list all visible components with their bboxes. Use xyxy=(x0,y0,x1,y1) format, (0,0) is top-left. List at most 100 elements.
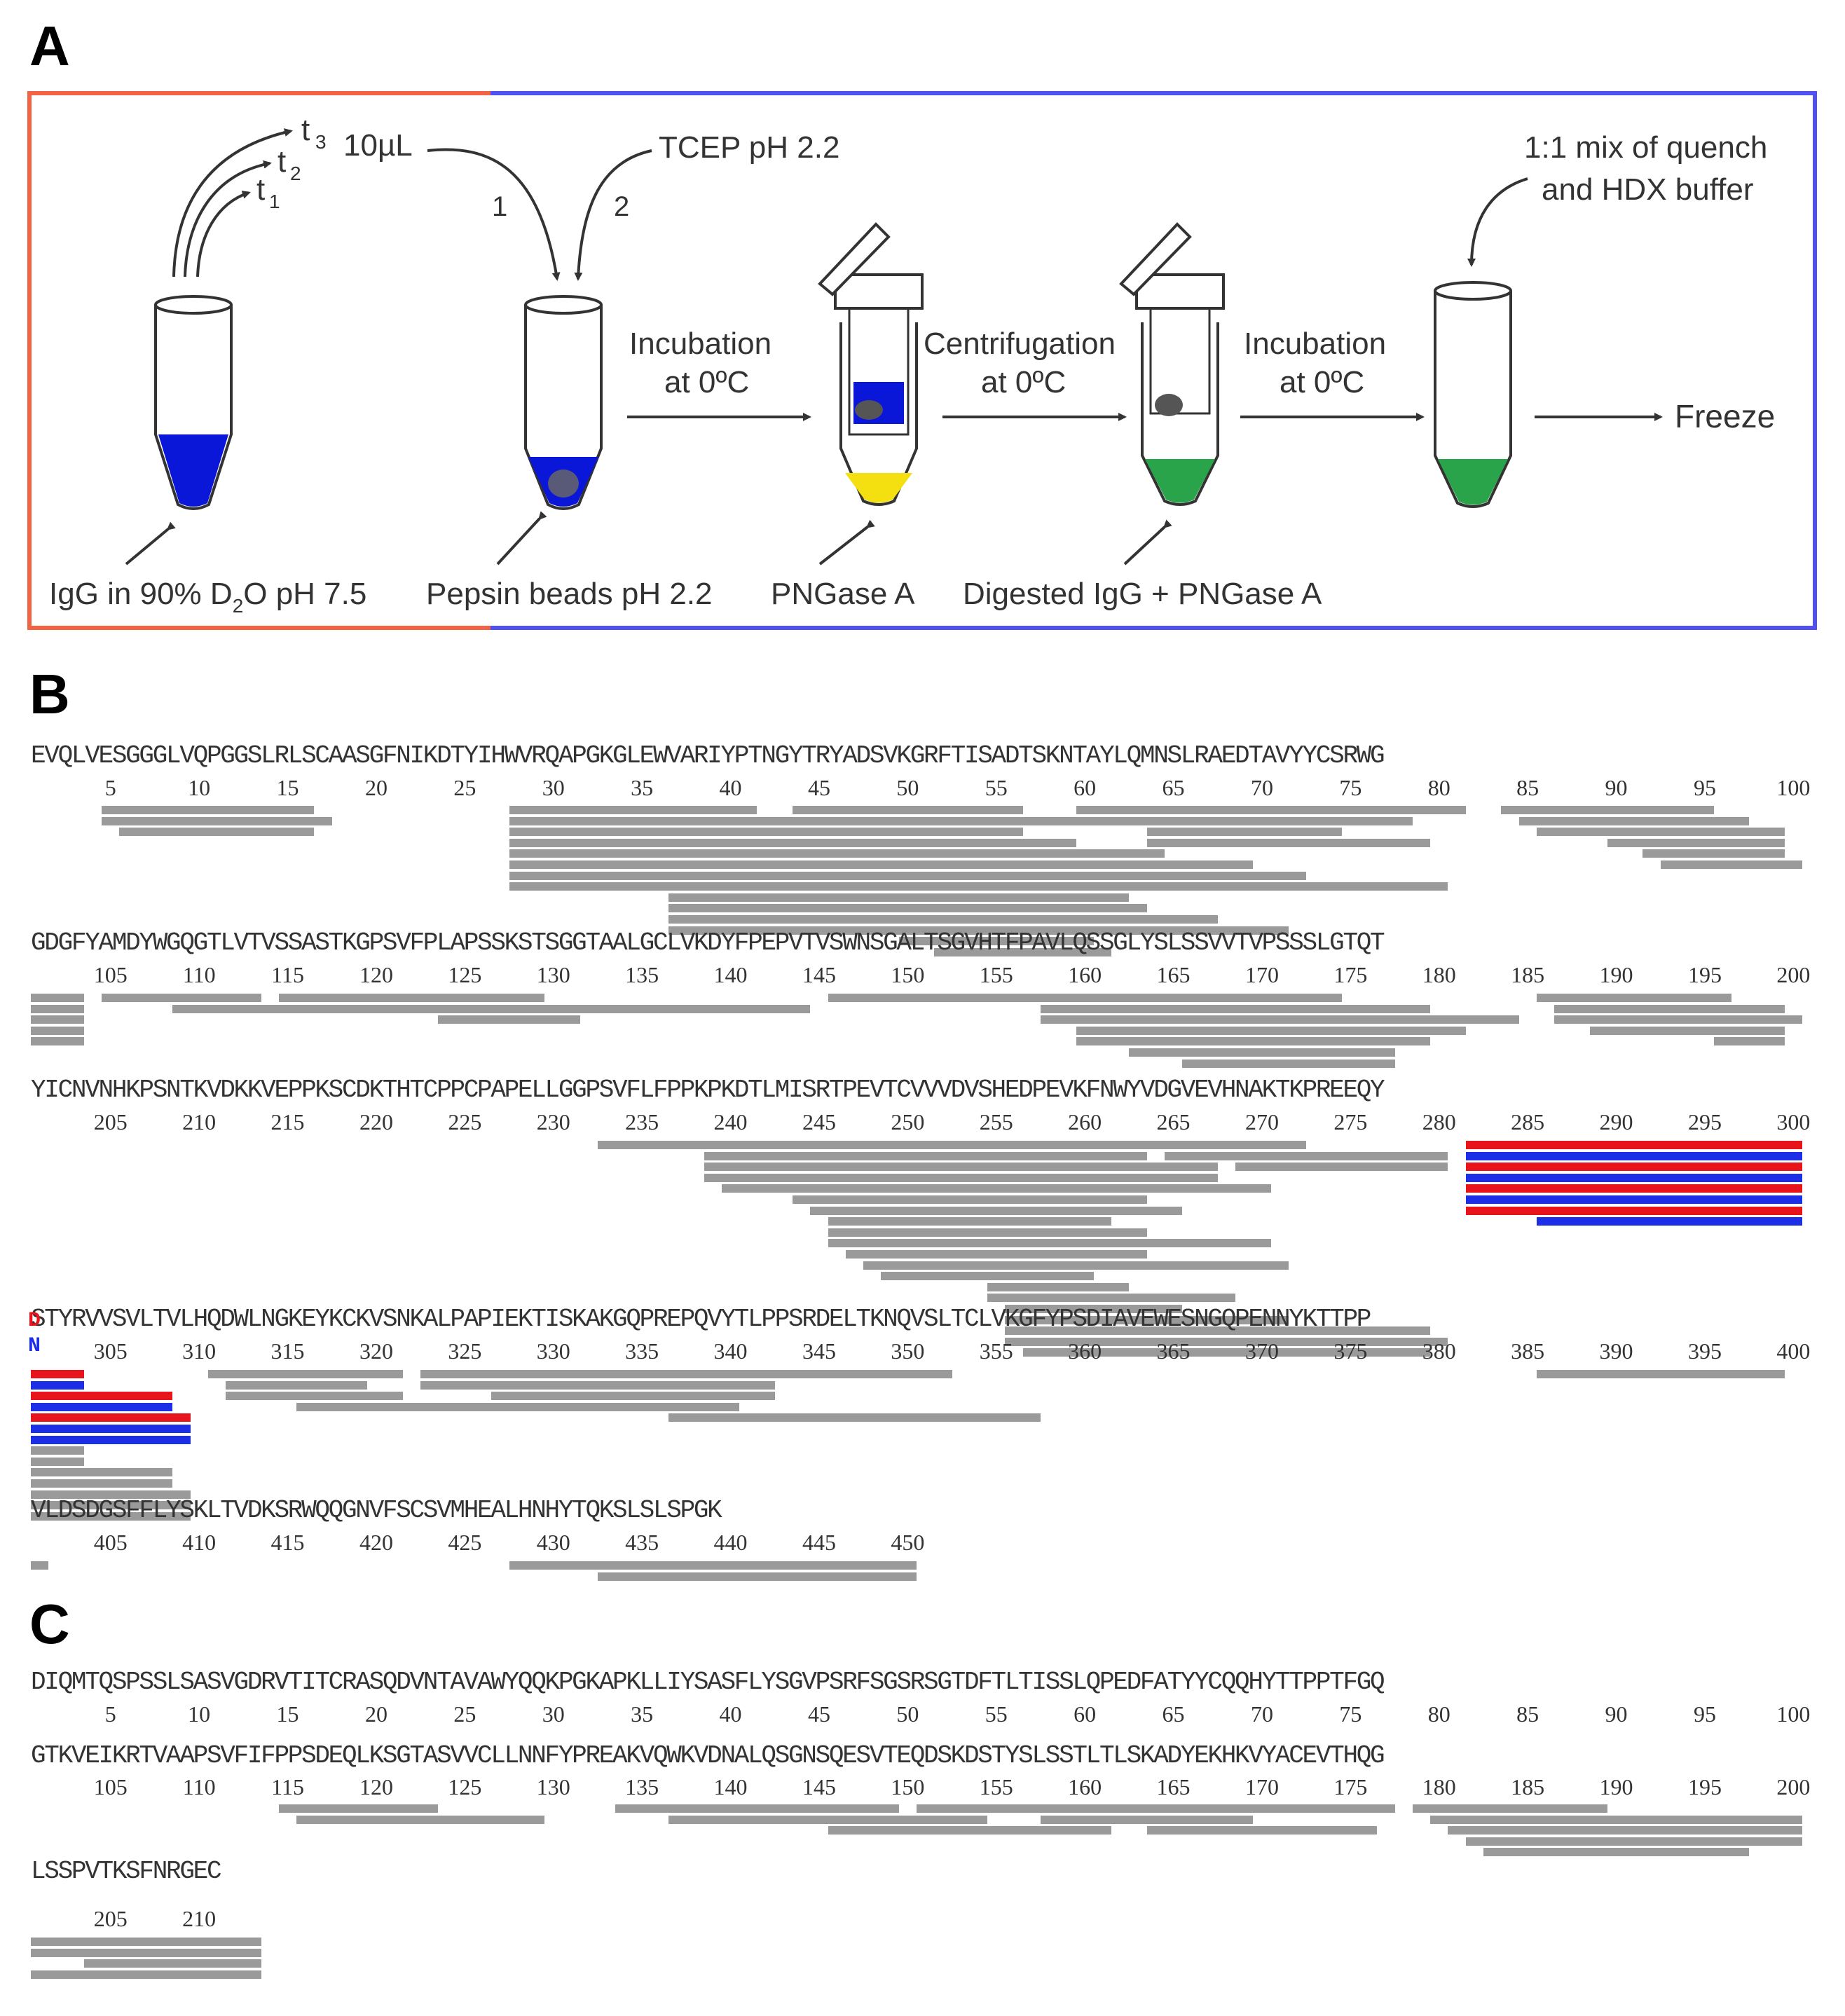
quench-label-line2: and HDX buffer xyxy=(1542,172,1753,207)
time-label-t1: t xyxy=(256,172,265,207)
peptide-bar xyxy=(1235,1163,1448,1172)
peptide-bar xyxy=(1536,1370,1785,1378)
lc-position-label: 10 xyxy=(188,1701,211,1727)
hc-position-label: 165 xyxy=(1156,962,1191,987)
asp-peptide-bar xyxy=(31,1370,84,1378)
peptide-bar xyxy=(1483,1848,1750,1857)
hc-position-label: 20 xyxy=(364,775,387,800)
lc-position-label: 30 xyxy=(542,1701,565,1727)
hc-position-label: 245 xyxy=(802,1109,836,1134)
lc-position-label: 80 xyxy=(1427,1701,1450,1727)
peptide-bar xyxy=(668,926,1289,935)
hc-position-label: 355 xyxy=(979,1338,1013,1364)
hc-position-label: 315 xyxy=(270,1338,305,1364)
reagent-arrow xyxy=(574,149,652,281)
peptide-bar xyxy=(1448,1826,1802,1835)
asp-peptide-bar xyxy=(1465,1206,1802,1215)
lc-position-label: 65 xyxy=(1162,1701,1185,1727)
peptide-bar xyxy=(1040,1015,1519,1024)
hc-sequence-row: EVQLVESGGGLVQPGGSLRLSCAASGFNIKDTYIHWVRQA… xyxy=(31,741,1385,770)
peptide-bar xyxy=(828,1826,1112,1835)
peptide-bar xyxy=(845,1250,1147,1259)
hc-position-label: 250 xyxy=(891,1109,925,1134)
peptide-bar xyxy=(1005,1315,1289,1324)
peptide-bar xyxy=(1146,838,1431,847)
time-label-t2: t xyxy=(277,144,286,179)
lc-position-label: 85 xyxy=(1516,1701,1539,1727)
hc-position-label: 105 xyxy=(93,962,128,987)
lc-position-label: 15 xyxy=(276,1701,299,1727)
peptide-bar xyxy=(845,893,988,902)
peptide-bar xyxy=(1536,994,1731,1002)
hc-position-label: 370 xyxy=(1244,1338,1279,1364)
step2-line2: at 0ºC xyxy=(981,365,1066,399)
hc-position-label: 450 xyxy=(891,1530,925,1555)
peptide-bar xyxy=(1642,849,1785,858)
asp-peptide-bar xyxy=(31,1392,173,1401)
peptide-bar xyxy=(1076,1026,1466,1035)
hc-position-label: 295 xyxy=(1687,1109,1722,1134)
peptide-bar xyxy=(1536,828,1785,837)
hc-position-label: 285 xyxy=(1511,1109,1545,1134)
hc-position-label: 110 xyxy=(182,962,216,987)
peptide-bar xyxy=(1430,1815,1802,1824)
hc-position-label: 430 xyxy=(536,1530,570,1555)
asp-marker: D xyxy=(28,1309,41,1333)
peptide-bar xyxy=(668,1370,952,1378)
peptide-bar xyxy=(102,806,315,814)
hc-position-label: 390 xyxy=(1599,1338,1633,1364)
peptide-bar xyxy=(509,838,1076,847)
asn-peptide-bar xyxy=(1465,1195,1802,1204)
hc-position-label: 185 xyxy=(1511,962,1545,987)
peptide-bar xyxy=(226,1380,368,1390)
tube-pepsin xyxy=(524,295,603,510)
peptide-bar xyxy=(668,893,846,902)
peptide-bar xyxy=(704,1163,1218,1172)
hc-position-label: 300 xyxy=(1776,1109,1811,1134)
step1-line2: at 0ºC xyxy=(664,365,749,399)
lc-position-label: 20 xyxy=(364,1701,387,1727)
peptide-bar xyxy=(31,1015,84,1024)
peptide-bar xyxy=(1164,1151,1448,1160)
peptide-bar xyxy=(491,1392,775,1401)
order-label-2: 2 xyxy=(614,191,629,222)
hc-position-label: 80 xyxy=(1427,775,1450,800)
hc-sequence-row: STYRVVSVLTVLHQDWLNGKEYKCKVSNKALPAPIEKTIS… xyxy=(31,1305,1371,1333)
pointer-digested xyxy=(1123,519,1172,565)
peptide-bar xyxy=(119,828,315,837)
peptide-bar xyxy=(278,1004,811,1013)
lc-position-label: 210 xyxy=(182,1906,217,1931)
panel-label-a: A xyxy=(29,15,70,77)
hc-position-label: 120 xyxy=(359,962,393,987)
lc-position-label: 110 xyxy=(182,1774,216,1799)
hc-position-label: 400 xyxy=(1776,1338,1811,1364)
lc-sequence-row: DIQMTQSPSSLSASVGDRVTITCRASQDVNTAVAWYQQKP… xyxy=(31,1668,1385,1696)
peptide-bar xyxy=(509,806,757,814)
asn-peptide-bar xyxy=(1536,1217,1802,1226)
hc-sequence-row: YICNVNHKPSNTKVDKKVEPPKSCDKTHTCPPCPAPELLG… xyxy=(31,1076,1385,1104)
hc-position-label: 50 xyxy=(896,775,919,800)
hc-position-label: 65 xyxy=(1162,775,1185,800)
peptide-bar xyxy=(1005,1337,1448,1346)
peptide-bar xyxy=(828,1228,1147,1237)
hc-position-label: 115 xyxy=(271,962,304,987)
lc-position-label: 140 xyxy=(713,1774,748,1799)
hc-position-label: 320 xyxy=(359,1338,393,1364)
peptide-bar xyxy=(704,1151,1147,1160)
peptide-bar xyxy=(1554,1004,1785,1013)
peptide-bar xyxy=(881,816,1006,825)
peptide-bar xyxy=(1076,1261,1289,1270)
peptide-bar xyxy=(1217,816,1413,825)
pointer-igg xyxy=(125,521,176,565)
peptide-bar xyxy=(1005,1326,1431,1336)
lc-position-label: 175 xyxy=(1333,1774,1368,1799)
time-label-t3: t xyxy=(301,113,310,147)
peptide-bar xyxy=(31,1511,191,1521)
lc-position-label: 170 xyxy=(1244,1774,1279,1799)
reagent-label: TCEP pH 2.2 xyxy=(659,130,839,165)
peptide-bar xyxy=(987,893,1130,902)
peptide-bar xyxy=(987,1282,1130,1291)
peptide-bar xyxy=(420,1370,669,1378)
peptide-bar xyxy=(102,816,332,825)
panel-label-b: B xyxy=(29,663,70,725)
